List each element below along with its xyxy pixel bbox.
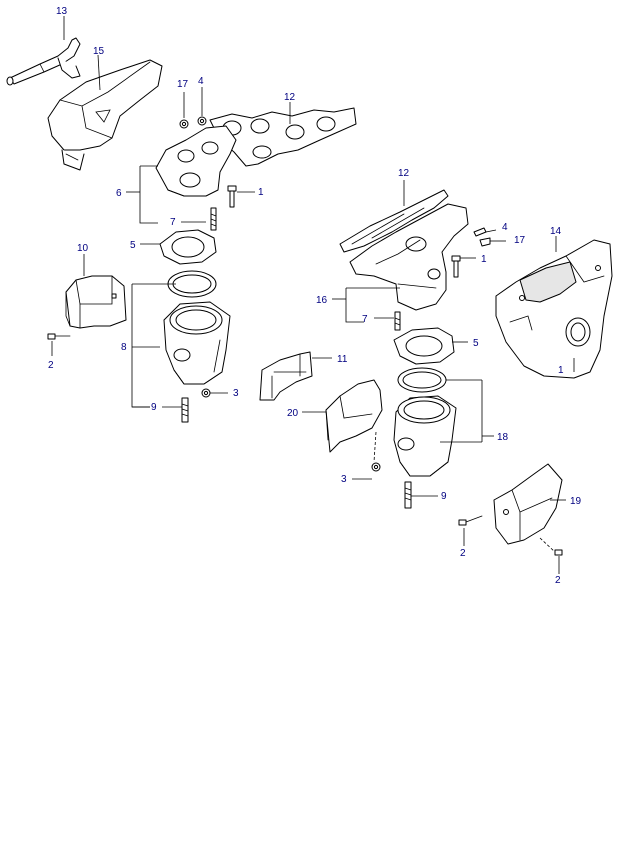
part-7-stud-right	[394, 311, 401, 331]
part-19-lower-heat-shield-right	[493, 463, 563, 545]
part-12-manifold-gasket-right	[339, 189, 449, 253]
part-6-exhaust-manifold-left	[155, 125, 237, 197]
callout-17-left: 17	[177, 79, 189, 90]
callout-17-right: 17	[514, 235, 526, 246]
callout-3-right: 3	[341, 474, 347, 485]
callout-20: 20	[287, 408, 299, 419]
callout-9-right: 9	[441, 491, 447, 502]
part-8-catalytic-converter-left	[163, 301, 231, 385]
callout-4-right: 4	[502, 222, 508, 233]
part-5-flange-gasket-left	[159, 229, 217, 265]
callout-12-left: 12	[284, 92, 296, 103]
callout-1-left: 1	[258, 187, 264, 198]
callout-2-right-upper: 2	[460, 548, 466, 559]
part-5-flange-gasket-right	[393, 327, 455, 365]
callout-5-left: 5	[130, 240, 136, 251]
callout-2-left: 2	[48, 360, 54, 371]
callout-2-right-lower: 2	[555, 575, 561, 586]
callout-8: 8	[121, 342, 127, 353]
part-2-bolt-right-lower	[539, 537, 563, 556]
part-13-pipe	[6, 37, 81, 86]
callout-4-left: 4	[198, 76, 204, 87]
callout-12-right: 12	[398, 168, 410, 179]
part-2-bolt-left	[47, 333, 71, 340]
part-7-stud-left	[210, 207, 217, 231]
part-20-heat-shield	[325, 379, 383, 463]
callout-10: 10	[77, 243, 89, 254]
part-4-washer-left	[197, 116, 207, 126]
part-1-bolt-left	[227, 185, 237, 208]
part-3-nut-left	[201, 388, 211, 398]
part-1-bolt-right	[451, 255, 461, 278]
part-17-nut-right	[479, 237, 491, 247]
callout-9-left: 9	[151, 402, 157, 413]
part-4-clip-right	[473, 227, 487, 237]
callout-11: 11	[337, 354, 348, 365]
callout-7-right: 7	[362, 314, 368, 325]
callout-6: 6	[116, 188, 122, 199]
ring-gasket-right	[397, 367, 447, 393]
callout-1-right-mid: 1	[481, 254, 487, 265]
ring-gasket-left	[167, 270, 217, 298]
callout-18: 18	[497, 432, 509, 443]
leader-lines	[51, 16, 575, 574]
callout-16: 16	[316, 295, 328, 306]
part-10-lower-heat-shield-left	[65, 275, 127, 329]
callout-3-left: 3	[233, 388, 239, 399]
part-9-stud-right	[404, 481, 412, 509]
callout-labels: 13 15 17 4 12 6 1 7 5 10 8 2 3 9 11 20 1…	[48, 6, 582, 586]
part-9-stud-left	[181, 397, 189, 423]
callout-7-left: 7	[170, 217, 176, 228]
part-11-small-heat-shield	[259, 351, 313, 401]
part-3-nut-right	[371, 462, 381, 472]
callout-1-right: 1	[558, 365, 564, 376]
callout-15: 15	[93, 46, 105, 57]
part-16-exhaust-manifold-right	[349, 203, 469, 311]
part-14-heat-shield-right	[495, 239, 613, 379]
callout-13: 13	[56, 6, 68, 17]
callout-5-right: 5	[473, 338, 479, 349]
part-18-catalytic-converter-right	[393, 395, 457, 477]
callout-14: 14	[550, 226, 562, 237]
part-15-heat-shield	[47, 59, 163, 171]
part-17-nut-left	[179, 119, 189, 129]
part-2-bolt-right-upper	[458, 515, 483, 526]
callout-19: 19	[570, 496, 582, 507]
